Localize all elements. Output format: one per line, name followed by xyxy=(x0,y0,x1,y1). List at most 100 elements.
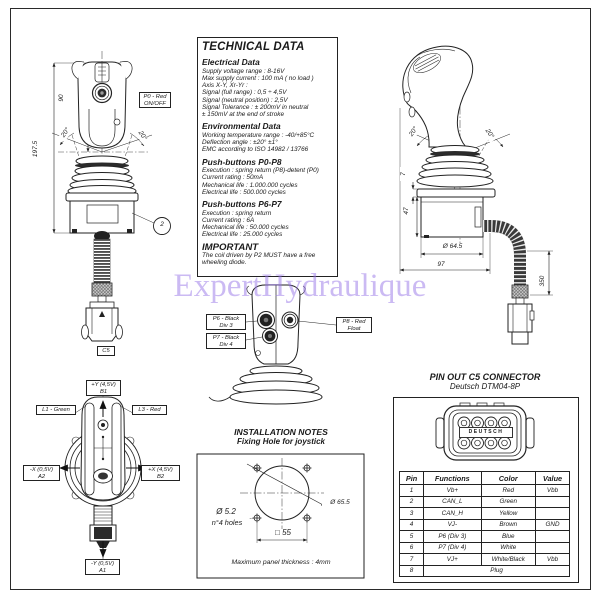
minus-x-line1: -X (0,5V) xyxy=(29,467,54,473)
cell-value xyxy=(535,530,570,543)
td-line: Max supply current : 100 mA ( no load ) xyxy=(202,74,314,82)
p6-button-label: P6 - Black Div 3 xyxy=(206,314,246,331)
p6-label-line2: Div 3 xyxy=(219,322,233,329)
pinout-header-row: Pin Functions Color Value xyxy=(398,471,570,485)
cell-value: Vbb xyxy=(535,553,570,566)
cell-pin: 6 xyxy=(398,541,425,554)
cell-value: GND xyxy=(535,518,570,531)
td-line: Signal (neutral position) : 2,5V xyxy=(202,96,288,104)
section-heading-pushbuttons-p0p8: Push-buttons P0-P8 xyxy=(202,156,282,167)
connector-pins xyxy=(457,416,511,450)
mounting-holes xyxy=(252,463,312,523)
td-line: Execution : spring return (P8)-detent (P… xyxy=(202,167,319,174)
top-view-drawing xyxy=(54,395,152,559)
rear-view-drawing xyxy=(208,284,337,405)
table-row: 3 CAN_H Yellow xyxy=(398,507,570,520)
hole-count-label: n°4 holes xyxy=(200,519,254,527)
cell-color: Brown xyxy=(480,518,537,531)
cell-value xyxy=(535,495,570,508)
cell-pin: 2 xyxy=(398,495,425,508)
td-line: Mechanical life : 50.000 cycles xyxy=(202,224,289,231)
cell-fn: Vb+ xyxy=(423,484,482,497)
p8-button-label: P8 - Red Float xyxy=(336,317,372,334)
td-line: Supply voltage range : 8-16V xyxy=(202,67,285,75)
led-label-l3: L3 - Red xyxy=(132,405,167,415)
td-line: Current rating : 50mA xyxy=(202,174,264,182)
table-row: 6 P7 (Div 4) White xyxy=(398,541,570,554)
cell-fn: P7 (Div 4) xyxy=(423,541,482,554)
p8-label-line1: P8 - Red xyxy=(342,319,366,325)
table-row: 2 CAN_L Green xyxy=(398,495,570,508)
cell-color: Red xyxy=(480,484,537,497)
c5-connector-label: C5 xyxy=(97,346,115,356)
td-line: Mechanical life : 1.000.000 cycles xyxy=(202,181,298,189)
side-view-drawing xyxy=(399,45,553,345)
cell-color: White/Black xyxy=(480,553,537,566)
dim-label-97: 97 xyxy=(431,261,451,269)
table-row: 1 Vb+ Red Vbb xyxy=(398,484,570,497)
td-line: ± 150mV at the end of stroke xyxy=(202,111,285,118)
dim-label-7: 7 xyxy=(400,167,408,181)
table-row-plug: 8 Plug xyxy=(398,564,570,577)
td-line: Electrical life : 500.000 cycles xyxy=(202,188,286,196)
cell-fn: CAN_H xyxy=(423,507,482,520)
p8-label-line2: Float xyxy=(347,325,361,332)
td-line: Deflection angle : ±20° ±1° xyxy=(202,139,278,146)
plus-x-line2: B2 xyxy=(156,473,165,480)
minus-y-line2: A1 xyxy=(98,567,107,574)
dim-label-total-height: 197.5 xyxy=(32,136,40,162)
plus-y-line2: B1 xyxy=(99,388,108,395)
cell-value xyxy=(535,541,570,554)
cell-fn: P6 (Div 3) xyxy=(423,530,482,543)
col-functions: Functions xyxy=(423,471,482,485)
fixing-hole-circle xyxy=(254,465,310,521)
circle-diameter-label: Ø 65.5 xyxy=(322,499,358,507)
p0-label-line2: ON/OFF xyxy=(144,100,166,107)
cell-fn: VJ+ xyxy=(423,553,482,566)
section-heading-environmental: Environmental Data xyxy=(202,121,281,132)
axis-label-minus-x: -X (0,5V) A2 xyxy=(23,465,60,482)
p0-button-label: P0 - Red ON/OFF xyxy=(139,92,171,109)
p7-label-line1: P7 - Black xyxy=(212,335,240,341)
callout-2: 2 xyxy=(160,221,164,228)
connector-brand-label: DEUTSCH xyxy=(459,427,513,438)
col-value: Value xyxy=(535,471,570,485)
panel-thickness-note: Maximum panel thickness : 4mm xyxy=(203,559,359,567)
td-line: Current rating : 6A xyxy=(202,216,255,224)
minus-x-line2: A2 xyxy=(37,473,46,480)
technical-data-title: TECHNICAL DATA xyxy=(202,41,305,53)
cell-plug: Plug xyxy=(423,564,570,577)
minus-y-line1: -Y (0,5V) xyxy=(90,561,115,567)
cell-fn: VJ- xyxy=(423,518,482,531)
td-line: The coil driven by P2 MUST have a free xyxy=(202,252,316,259)
led-label-l1: L1 - Green xyxy=(36,405,76,415)
plus-x-line1: +X (4,5V) xyxy=(148,467,173,473)
cell-pin: 8 xyxy=(398,564,425,577)
cell-pin: 3 xyxy=(398,507,425,520)
front-view-drawing xyxy=(51,51,171,342)
cell-color: Green xyxy=(480,495,537,508)
td-line: wheeling diode. xyxy=(202,259,247,267)
hole-diameter-label: Ø 5.2 xyxy=(203,508,249,516)
cell-value: Vbb xyxy=(535,484,570,497)
table-row: 5 P6 (Div 3) Blue xyxy=(398,530,570,543)
cell-value xyxy=(535,507,570,520)
cell-color: Blue xyxy=(480,530,537,543)
col-color: Color xyxy=(480,471,537,485)
table-row: 4 VJ- Brown GND xyxy=(398,518,570,531)
front-handle xyxy=(77,61,127,149)
col-pin: Pin xyxy=(398,471,425,485)
cell-pin: 1 xyxy=(398,484,425,497)
td-line: Electrical life : 25.000 cycles xyxy=(202,231,283,239)
p0-label-line1: P0 - Red xyxy=(143,94,167,100)
technical-data-panel: TECHNICAL DATA Electrical Data Supply vo… xyxy=(197,37,338,277)
axis-label-minus-y: -Y (0,5V) A1 xyxy=(85,559,120,576)
td-line: Signal Tolerance : ± 200mV in neutral xyxy=(202,103,309,111)
plus-y-line1: +Y (4,5V) xyxy=(91,382,116,388)
cell-pin: 4 xyxy=(398,518,425,531)
section-heading-pushbuttons-p6p7: Push-buttons P6-P7 xyxy=(202,199,282,209)
td-line: Axis X-Y, Xr-Yr : xyxy=(202,82,248,89)
dim-label-47: 47 xyxy=(403,203,411,219)
td-line: Execution : spring return xyxy=(202,209,272,217)
